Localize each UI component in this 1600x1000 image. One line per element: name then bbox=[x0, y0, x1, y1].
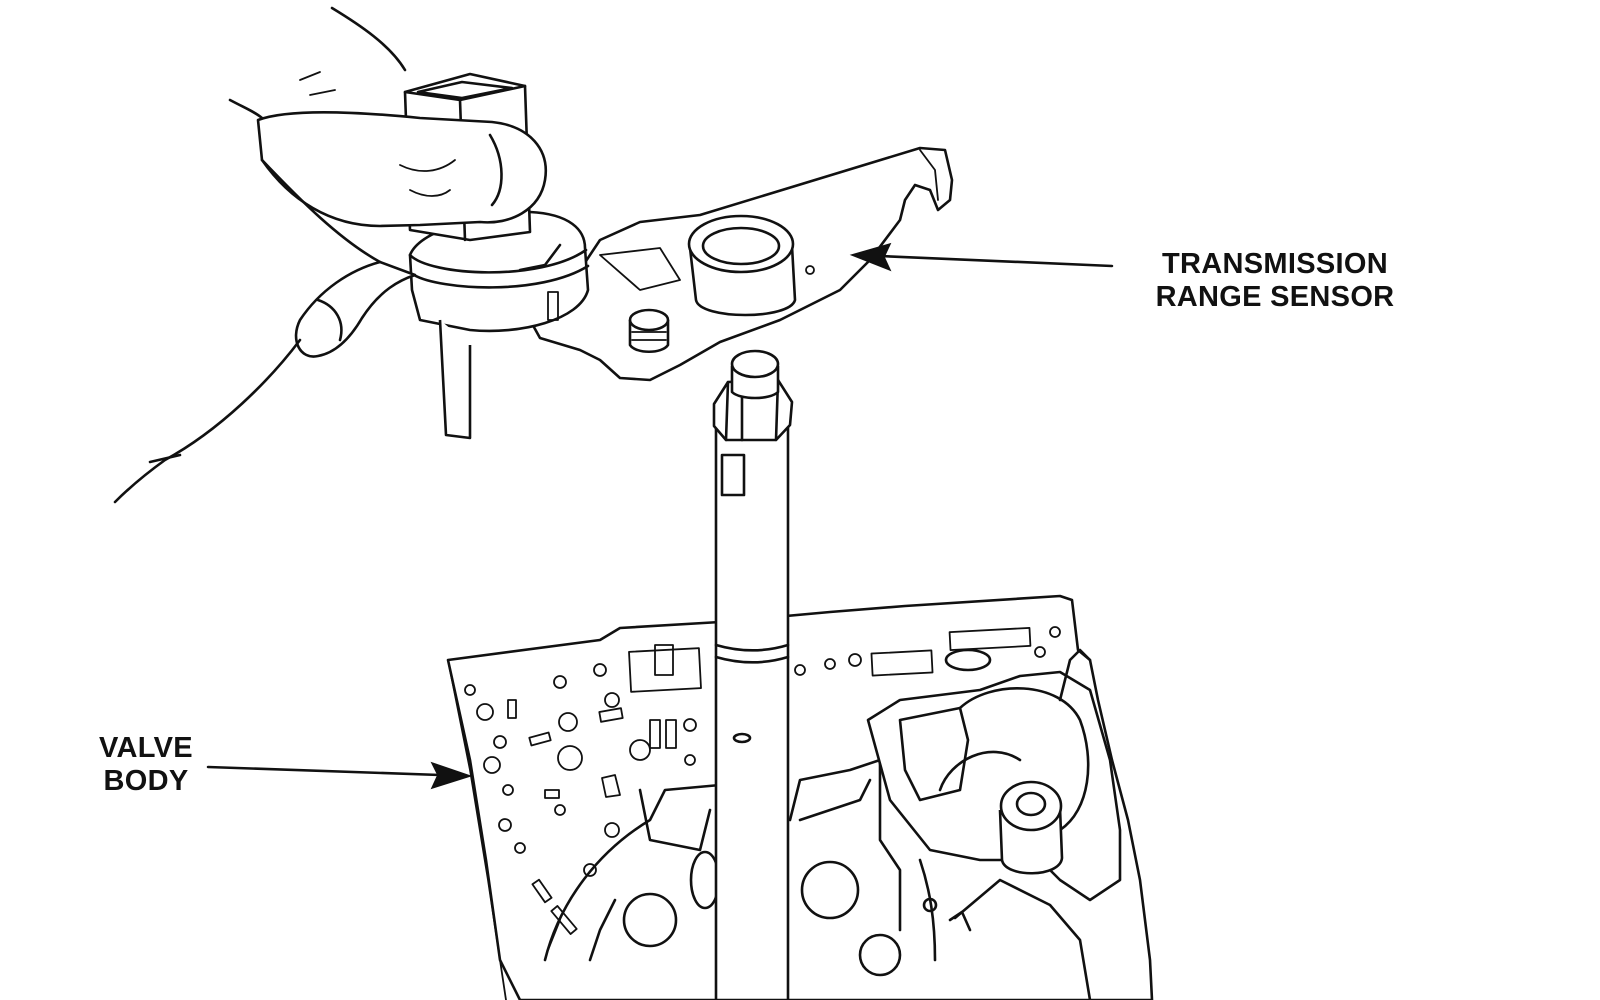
valve-body-label: VALVE BODY bbox=[86, 732, 206, 798]
leader-arrow-valve-body bbox=[206, 761, 473, 790]
valve-body-label-line2: BODY bbox=[103, 765, 189, 797]
detent-assembly bbox=[866, 648, 1122, 1000]
valve-body-label-line1: VALVE bbox=[99, 732, 193, 764]
transmission-range-sensor-label: TRANSMISSION RANGE SENSOR bbox=[1150, 248, 1400, 314]
manual-shaft bbox=[712, 349, 794, 1000]
plate-holes bbox=[464, 626, 1061, 935]
hand-drawing bbox=[113, 6, 548, 504]
valve-body-drawing bbox=[446, 594, 1154, 1000]
transmission-range-sensor-label-line1: TRANSMISSION bbox=[1162, 248, 1388, 280]
transmission-range-sensor-label-line2: RANGE SENSOR bbox=[1155, 281, 1395, 313]
leader-arrow-transmission-range-sensor bbox=[849, 242, 1114, 272]
